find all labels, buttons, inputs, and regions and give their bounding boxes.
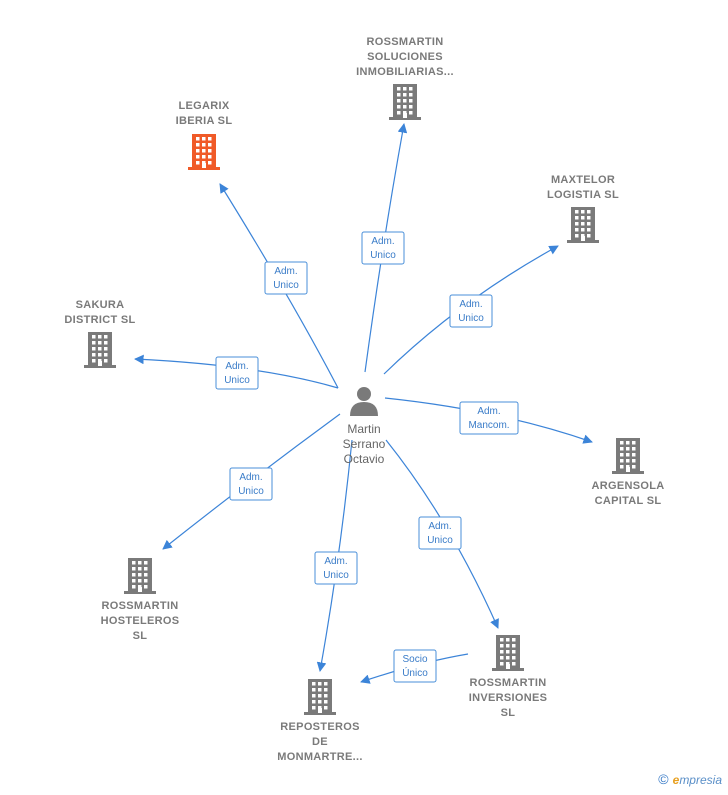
company-name-line[interactable]: REPOSTEROS [280, 721, 359, 733]
empresia-brand[interactable]: ©empresia [658, 771, 722, 787]
edge-label-line: Unico [370, 250, 396, 261]
edge-label-line: Adm. [274, 266, 297, 277]
edge-label-line: Único [402, 666, 428, 679]
company-node-legarix[interactable]: LEGARIX IBERIA SL [176, 100, 233, 170]
edge-label-rossmartin-soluciones[interactable]: Adm. Unico [361, 231, 405, 265]
copyright-icon: © [658, 771, 669, 787]
person-icon[interactable] [350, 387, 378, 416]
company-name-line[interactable]: LOGISTIA SL [547, 189, 619, 201]
edge-label-line: Adm. [459, 299, 482, 310]
person-name-line[interactable]: Serrano [343, 437, 386, 451]
company-name-line[interactable]: LEGARIX [179, 100, 230, 112]
building-icon[interactable] [304, 679, 336, 715]
building-icon[interactable] [612, 438, 644, 474]
edge-label-rossmartin-hosteleros[interactable]: Adm. Unico [229, 467, 273, 501]
edge-labels-layer: Adm.UnicoAdm.UnicoAdm.UnicoAdm.UnicoAdm.… [215, 231, 519, 683]
company-name-line[interactable]: ROSSMARTIN [470, 677, 547, 689]
company-name-line[interactable]: ARGENSOLA [592, 480, 665, 492]
edge-label-line: Unico [238, 486, 264, 497]
edge-label-line: Adm. [324, 556, 347, 567]
company-name-line[interactable]: SL [501, 707, 516, 719]
edge-label-line: Adm. [477, 406, 500, 417]
building-icon[interactable] [84, 332, 116, 368]
company-node-rossmartin-soluciones[interactable]: ROSSMARTIN SOLUCIONES INMOBILIARIAS... [356, 36, 454, 120]
edge-label-sakura[interactable]: Adm. Unico [215, 356, 259, 390]
company-name-line[interactable]: SL [133, 630, 148, 642]
company-name-line[interactable]: INMOBILIARIAS... [356, 66, 454, 78]
company-name-line[interactable]: ROSSMARTIN [367, 36, 444, 48]
company-node-sakura[interactable]: SAKURA DISTRICT SL [64, 299, 135, 368]
company-name-line[interactable]: ROSSMARTIN [102, 600, 179, 612]
company-name-line[interactable]: SOLUCIONES [367, 51, 443, 63]
edge-label-line: Mancom. [468, 420, 509, 431]
edge-label-line: Adm. [239, 472, 262, 483]
edge-label-line: Adm. [225, 361, 248, 372]
brand-name: mpresia [679, 773, 722, 787]
building-icon[interactable] [492, 635, 524, 671]
edge-label-line: Unico [224, 375, 250, 386]
edge-label-rossmartin-inversiones[interactable]: Adm. Unico [418, 516, 462, 550]
company-node-rossmartin-hosteleros[interactable]: ROSSMARTIN HOSTELEROS SL [101, 558, 180, 642]
company-name-line[interactable]: IBERIA SL [176, 115, 233, 127]
building-icon[interactable] [124, 558, 156, 594]
company-node-maxtelor[interactable]: MAXTELOR LOGISTIA SL [547, 174, 619, 243]
edge-label-legarix[interactable]: Adm. Unico [264, 261, 308, 295]
person-name-line[interactable]: Octavio [344, 452, 385, 466]
company-node-rossmartin-inversiones[interactable]: ROSSMARTIN INVERSIONES SL [469, 635, 548, 719]
company-node-argensola[interactable]: ARGENSOLA CAPITAL SL [592, 438, 665, 507]
company-name-line[interactable]: CAPITAL SL [595, 495, 662, 507]
edge-label-line: Adm. [371, 236, 394, 247]
company-name-line[interactable]: MAXTELOR [551, 174, 615, 186]
edge-label-argensola[interactable]: Adm. Mancom. [459, 401, 519, 435]
company-name-line[interactable]: HOSTELEROS [101, 615, 180, 627]
edge-label-line: Socio [402, 654, 427, 665]
company-name-line[interactable]: DE [312, 736, 328, 748]
edge-label-reposteros[interactable]: Adm. Unico [314, 551, 358, 585]
edge-label-line: Adm. [428, 521, 451, 532]
company-name-line[interactable]: INVERSIONES [469, 692, 548, 704]
company-node-reposteros[interactable]: REPOSTEROS DE MONMARTRE... [277, 679, 362, 763]
company-name-line[interactable]: MONMARTRE... [277, 751, 362, 763]
edge-label-line: Unico [273, 280, 299, 291]
building-icon[interactable] [567, 207, 599, 243]
edge-label-line: Unico [458, 313, 484, 324]
brand-logo-letter: e [672, 773, 680, 787]
edge-label-maxtelor[interactable]: Adm. Unico [449, 294, 493, 328]
building-icon[interactable] [389, 84, 421, 120]
edge-label-line: Unico [323, 570, 349, 581]
company-name-line[interactable]: DISTRICT SL [64, 314, 135, 326]
company-name-line[interactable]: SAKURA [76, 299, 125, 311]
building-icon[interactable] [188, 134, 220, 170]
person-name-line[interactable]: Martin [347, 422, 380, 436]
edge-label-line: Unico [427, 535, 453, 546]
